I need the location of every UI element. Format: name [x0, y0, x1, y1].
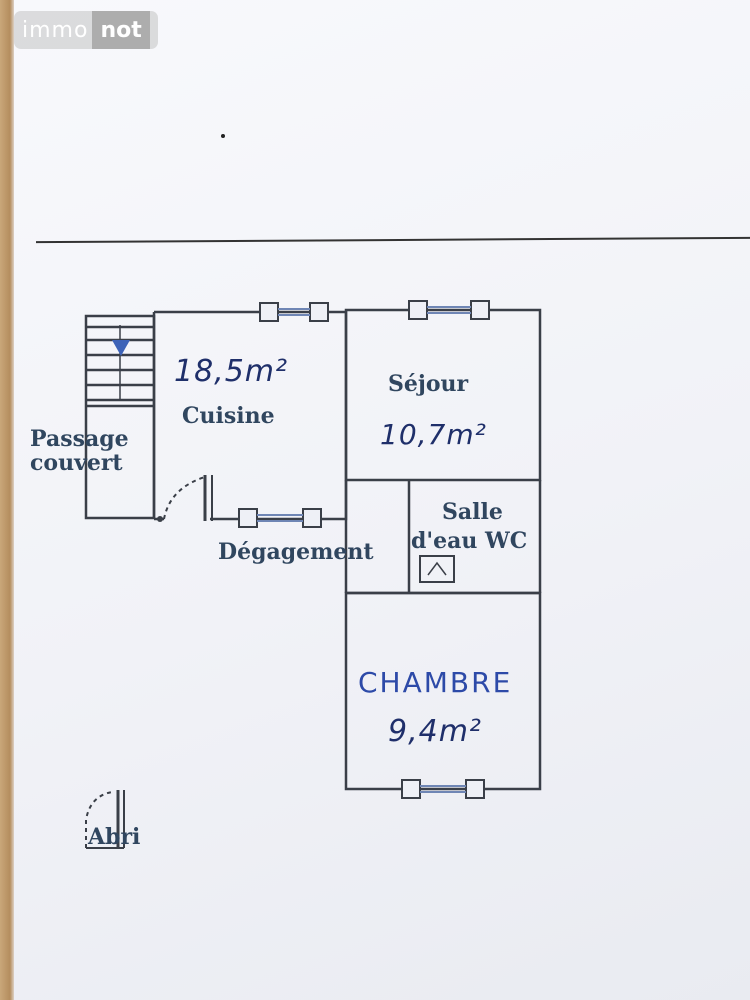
- chambre-walls: [344, 591, 542, 791]
- sejour-walls: [344, 308, 542, 482]
- stairs-arrow: [112, 340, 130, 356]
- window-chambre: [401, 779, 485, 799]
- chambre-label: CHAMBRE: [358, 666, 513, 699]
- passage-label-line1: Passage: [30, 426, 129, 452]
- sejour-area: 10,7m²: [380, 418, 487, 451]
- paper-sheet: [14, 0, 750, 1000]
- salle-eau-label-line2: d'eau WC: [411, 528, 528, 554]
- watermark-part2: not: [92, 11, 150, 49]
- degagement-label: Dégagement: [218, 539, 374, 565]
- salle-eau-label-line1: Salle: [442, 499, 503, 525]
- window-degagement: [238, 508, 322, 528]
- passage-label-line2: couvert: [30, 450, 123, 476]
- window-sejour: [408, 300, 490, 320]
- abri-label: Abri: [88, 824, 141, 850]
- immonot-watermark-logo: immo not: [14, 11, 158, 49]
- stray-dot: [221, 134, 225, 138]
- cuisine-label: Cuisine: [182, 403, 275, 429]
- sejour-label: Séjour: [388, 371, 469, 397]
- chambre-area: 9,4m²: [388, 714, 482, 749]
- windows: [238, 300, 490, 799]
- cuisine-area: 18,5m²: [174, 354, 289, 389]
- watermark-part1: immo: [22, 17, 89, 43]
- window-cuisine: [259, 302, 329, 322]
